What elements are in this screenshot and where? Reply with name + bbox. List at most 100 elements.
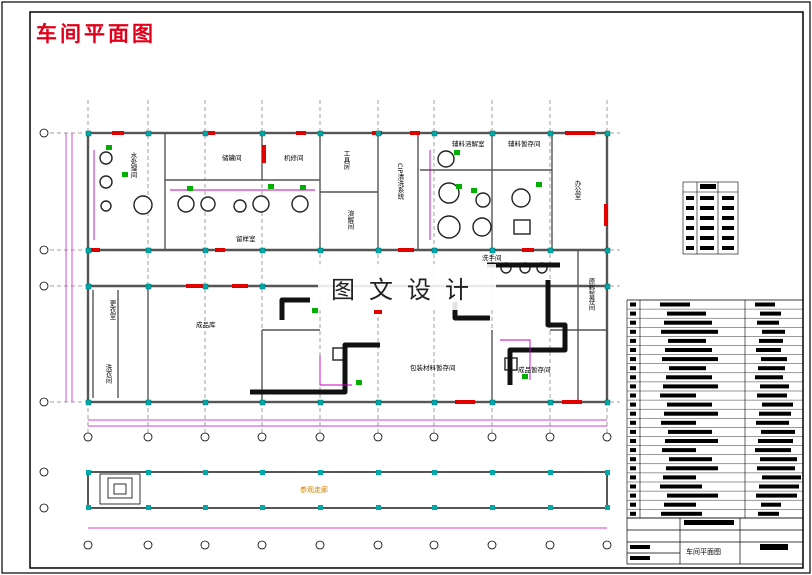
equipment-list-cell xyxy=(761,429,795,434)
equipment-list-cell xyxy=(630,466,636,471)
equipment-list-cell xyxy=(664,502,696,507)
equipment-tanks xyxy=(99,150,548,371)
equipment-list-cell xyxy=(630,320,636,325)
equipment-list-cell xyxy=(762,402,793,407)
equipment-list-cell xyxy=(630,429,636,434)
equipment-list-cell xyxy=(630,448,636,453)
equipment-list-cell xyxy=(758,511,779,516)
equipment-list-cell xyxy=(756,493,797,498)
equipment-list-cell xyxy=(762,329,785,334)
watermark: 图文设计 xyxy=(318,264,496,310)
equipment-list-cell xyxy=(663,384,718,389)
equipment-markers xyxy=(106,145,542,385)
equipment-list-cell xyxy=(661,329,718,334)
title-block-drawing-name: 车间平面图 xyxy=(686,547,721,556)
room-label-ingredient-store: 辅料暂存间 xyxy=(508,139,541,148)
equipment-list-cell xyxy=(630,357,636,362)
equipment-list-cell xyxy=(759,338,783,343)
equipment-list-cell xyxy=(630,475,636,480)
equipment-list-cell xyxy=(664,411,718,416)
room-label-wash: 洗手间 xyxy=(482,253,502,262)
corridor-bubbles xyxy=(39,467,612,550)
equipment-list-cell xyxy=(661,420,696,425)
room-label-tools: 工具房 xyxy=(342,150,350,171)
equipment-list-cell xyxy=(666,375,712,380)
columns xyxy=(85,130,611,406)
equipment-list-cell xyxy=(630,457,636,462)
equipment-list-cell xyxy=(630,393,636,398)
equipment-list-cell xyxy=(664,320,712,325)
equipment-list-cell xyxy=(761,357,787,362)
equipment-list-cell xyxy=(630,493,636,498)
equipment-list-cell xyxy=(757,466,795,471)
equipment-list-cell xyxy=(755,448,791,453)
equipment-list-cell xyxy=(668,338,706,343)
equipment-list-cell xyxy=(630,384,636,389)
equipment-list-cell xyxy=(630,338,636,343)
corridor-label: 参观走廊 xyxy=(300,485,328,494)
axis-bubbles-left xyxy=(39,128,49,407)
pipework xyxy=(93,150,531,386)
equipment-list-cell xyxy=(760,457,797,462)
equipment-list-cell xyxy=(630,375,636,380)
drawing-border xyxy=(29,11,804,569)
dimension-lines xyxy=(65,133,607,529)
room-label-office: 办公室 xyxy=(573,179,581,200)
equipment-list-cell xyxy=(757,393,787,398)
equipment-list-cell xyxy=(663,475,696,480)
equipment-list-cell xyxy=(761,502,781,507)
equipment-list-cell xyxy=(630,511,636,516)
legend-table xyxy=(682,181,739,255)
equipment-list-cell xyxy=(756,420,789,425)
equipment-list-cell xyxy=(758,366,785,371)
equipment-list-cell xyxy=(758,439,793,443)
equipment-list-cell xyxy=(630,348,636,352)
corridor-stair xyxy=(99,473,141,505)
equipment-list-rows xyxy=(627,299,803,516)
equipment-list-cell xyxy=(630,484,636,489)
room-label-mechanic: 机修间 xyxy=(284,153,304,162)
equipment-list-cell xyxy=(630,311,636,316)
equipment-list-cell xyxy=(669,366,706,371)
legend-table-marks xyxy=(686,184,734,250)
equipment-list-cell xyxy=(630,366,636,371)
title-block xyxy=(626,517,804,565)
room-label-cip: CIP清洗系统 xyxy=(396,163,404,201)
equipment-list-cell xyxy=(755,302,775,307)
equipment-list-cell xyxy=(667,402,712,407)
equipment-list-cell xyxy=(759,411,791,416)
equipment-list-cell xyxy=(630,502,636,507)
equipment-list-cell xyxy=(667,493,718,498)
room-label-raw-store: 原料暂存间 xyxy=(587,278,595,312)
equipment-list-cell xyxy=(662,357,718,362)
equipment-list-cell xyxy=(630,420,636,425)
equipment-list-cell xyxy=(661,511,702,516)
equipment-list-cell xyxy=(630,411,636,416)
equipment-list-cell xyxy=(662,448,696,453)
equipment-list-cell xyxy=(630,302,636,307)
equipment-list-cell xyxy=(667,311,706,316)
room-label-material-store: 包装材料暂存间 xyxy=(410,363,456,372)
room-label-change-room: 更衣室 xyxy=(108,300,116,320)
axis-bubbles-bottom xyxy=(83,432,612,442)
conveyor-lines xyxy=(250,262,568,395)
equipment-list-cell xyxy=(630,402,636,407)
room-label-wash-room: 洗衣间 xyxy=(104,363,112,385)
equipment-list-cell xyxy=(665,439,718,443)
equipment-list-cell xyxy=(759,484,799,489)
equipment-list-cell xyxy=(757,320,779,325)
room-label-water-treatment: 水处理间 xyxy=(129,151,137,180)
equipment-list-cell xyxy=(760,311,781,316)
interior-walls xyxy=(92,133,607,402)
equipment-list-cell xyxy=(669,457,712,462)
equipment-list-cell xyxy=(630,439,636,443)
equipment-list-cell xyxy=(630,329,636,334)
equipment-list-cell xyxy=(666,466,718,471)
room-label-storage-tank: 储罐间 xyxy=(222,153,242,162)
room-label-finished-temp: 成品暂存间 xyxy=(518,365,551,374)
room-label-ingredient-mix: 辅料溶解室 xyxy=(452,139,485,148)
equipment-list-cell xyxy=(762,475,801,480)
corridor-plan xyxy=(87,471,608,509)
